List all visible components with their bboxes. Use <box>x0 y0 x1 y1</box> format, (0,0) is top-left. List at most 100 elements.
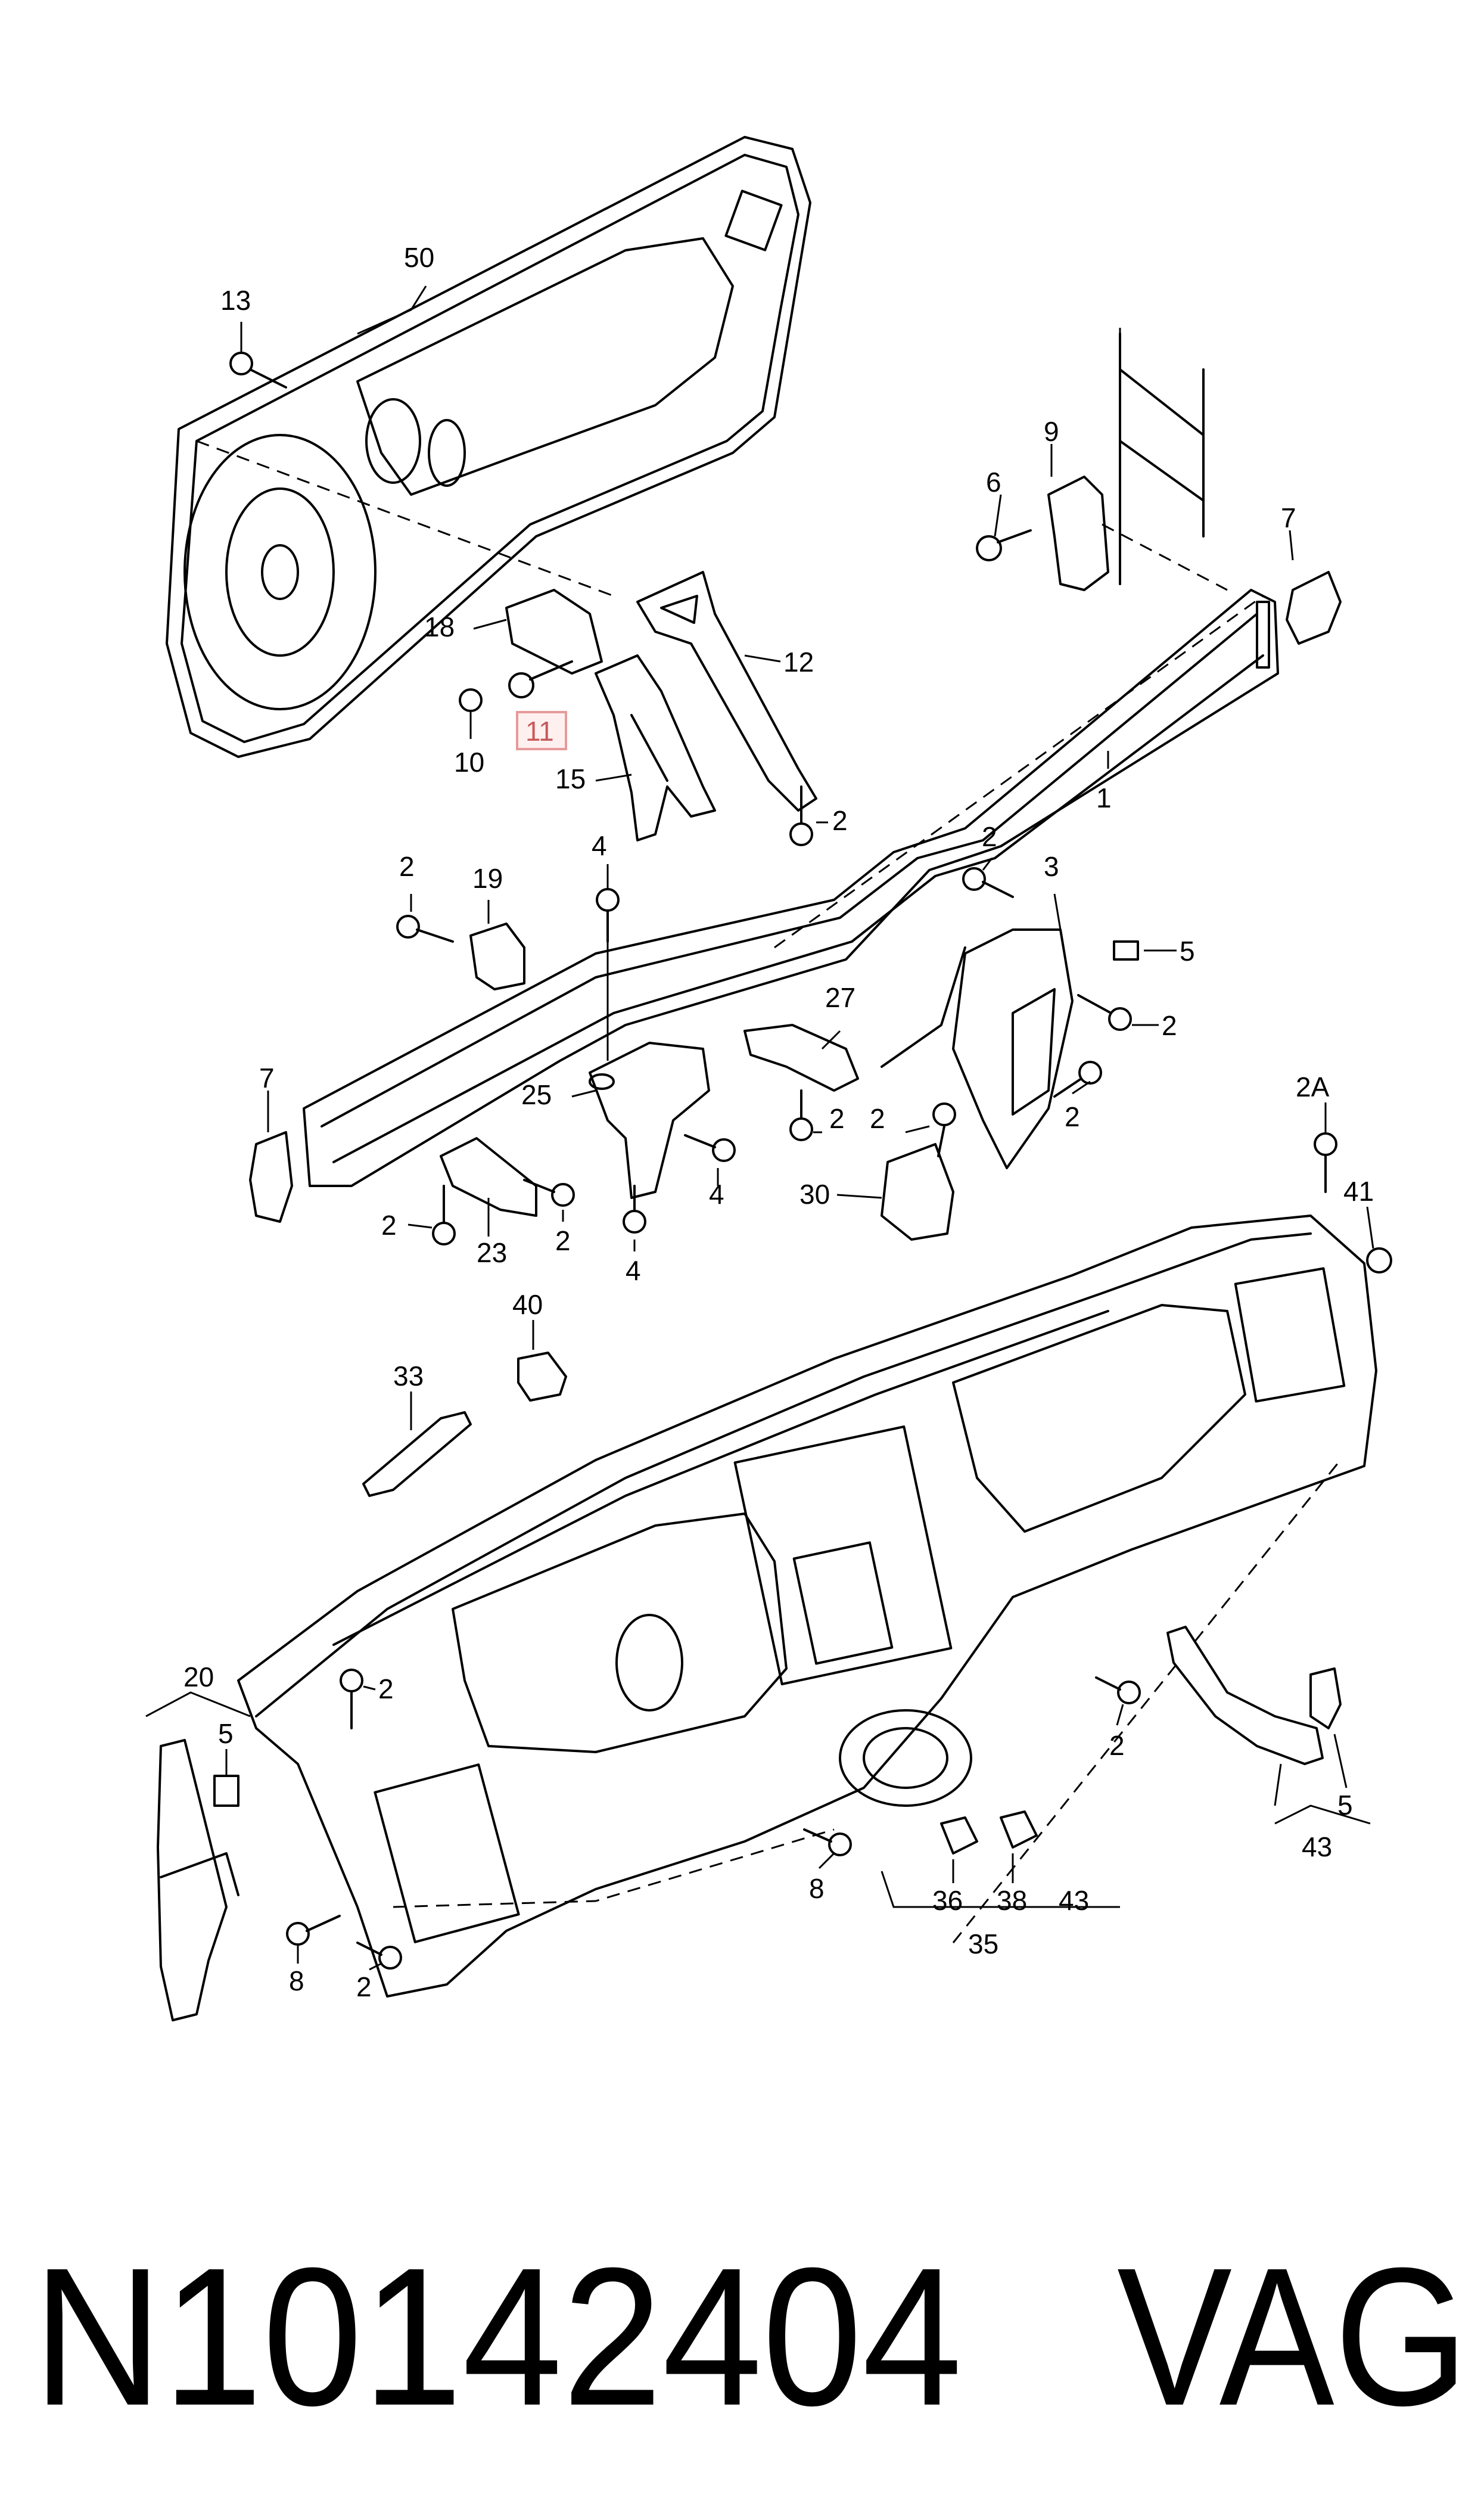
fasteners <box>213 352 1392 1970</box>
callout-15: 15 <box>555 763 586 794</box>
part-43-bracket <box>1166 1626 1324 1765</box>
callout-4-a: 4 <box>592 830 607 861</box>
callout-9: 9 <box>1044 416 1059 447</box>
callout-2-d: 2 <box>1065 1101 1080 1132</box>
callout-2-b: 2 <box>982 821 997 852</box>
callout-11: 11 <box>525 716 554 747</box>
part-15-bracket <box>595 654 716 841</box>
callout-43-b: 43 <box>1302 1831 1332 1862</box>
part-18-bracket <box>505 589 603 675</box>
screw-2-e <box>396 915 454 943</box>
part-36-clip <box>940 1816 978 1855</box>
screw-2-upper <box>789 785 813 846</box>
callout-7-b: 7 <box>259 1063 275 1094</box>
screw-4-c <box>623 1185 646 1234</box>
part-33-clip <box>362 1411 472 1497</box>
screw-2-j <box>340 1669 363 1729</box>
callout-labels: 50 13 18 11 10 12 15 2 1 9 6 7 2 3 5 2 2… <box>183 242 1374 2002</box>
screw-2-b <box>962 867 1014 898</box>
callout-30: 30 <box>799 1179 830 1210</box>
callout-41: 41 <box>1343 1176 1374 1207</box>
callout-6: 6 <box>986 467 1001 498</box>
screw-6 <box>976 529 1032 561</box>
callout-18: 18 <box>424 611 455 642</box>
nut-10 <box>459 688 483 712</box>
screw-13 <box>229 352 287 389</box>
callout-2-f: 2 <box>829 1103 845 1134</box>
callout-5-b: 5 <box>218 1718 234 1749</box>
clip-5-a <box>1113 940 1139 961</box>
part-12-brace <box>636 571 817 812</box>
part-25-center-mount <box>589 1042 710 1199</box>
part-5-clip-right <box>1309 1667 1342 1729</box>
callout-36: 36 <box>932 1885 963 1916</box>
nut-41 <box>1366 1247 1392 1274</box>
callout-2-c: 2 <box>1162 1010 1177 1041</box>
screw-8-a <box>286 1915 341 1946</box>
callout-43-a: 43 <box>1059 1885 1089 1916</box>
screw-2-k <box>356 1942 402 1970</box>
callout-50: 50 <box>404 242 434 273</box>
screw-8-b <box>803 1828 852 1856</box>
callout-2-g: 2 <box>870 1103 885 1134</box>
screw-2-g <box>932 1102 956 1157</box>
callout-12: 12 <box>783 647 814 678</box>
screw-2-c <box>1077 994 1132 1031</box>
callout-8-a: 8 <box>289 1965 304 1996</box>
leader-lines <box>145 285 1374 1971</box>
screw-2A <box>1314 1132 1337 1193</box>
callout-2-j: 2 <box>378 1673 394 1704</box>
callout-10: 10 <box>454 747 484 778</box>
screw-2-f <box>789 1089 813 1141</box>
body-pillar-section <box>1119 328 1205 585</box>
footer-brand: VAG <box>1117 2226 1469 2446</box>
part-7-clip-left <box>249 1131 293 1223</box>
callout-23: 23 <box>477 1237 507 1268</box>
screw-4-a <box>596 888 620 943</box>
callout-2-k: 2 <box>356 1971 372 2002</box>
part-38-clip <box>1000 1810 1038 1849</box>
footer-part-number: N10142404 <box>33 2226 962 2446</box>
screw-11 <box>508 660 573 698</box>
screw-2-l <box>1095 1676 1141 1704</box>
part-23-bracket <box>440 1137 537 1217</box>
callout-2-e: 2 <box>399 851 415 882</box>
callout-4-b: 4 <box>709 1179 724 1210</box>
callout-4-c: 4 <box>626 1255 641 1286</box>
callout-38: 38 <box>997 1885 1027 1916</box>
screw-2-h <box>432 1185 456 1245</box>
callout-5-c: 5 <box>1337 1790 1353 1821</box>
callout-2-a: 2 <box>832 805 848 836</box>
part-20-side-bracket <box>157 1739 239 2021</box>
part-27-bracket <box>743 1024 859 1092</box>
part-1-cross-member <box>303 589 1279 1187</box>
callout-33: 33 <box>393 1361 424 1391</box>
part-30-bracket <box>881 1143 954 1241</box>
callout-8-b: 8 <box>809 1873 825 1904</box>
screw-2-d <box>1053 1061 1102 1098</box>
part-3-bracket <box>881 928 1074 1169</box>
part-50-bulkhead-panel <box>166 136 811 758</box>
dashboard-assembly <box>237 1215 1377 1998</box>
callout-3: 3 <box>1044 851 1059 882</box>
callout-13: 13 <box>220 285 251 316</box>
callout-27: 27 <box>825 982 855 1013</box>
callout-40: 40 <box>512 1289 543 1320</box>
footer: N10142404 VAG <box>33 2226 1469 2446</box>
part-7-clip-upper-right <box>1286 571 1342 645</box>
part-9-bracket <box>1047 476 1228 591</box>
screw-2-i <box>523 1179 575 1207</box>
part-40-sensor <box>517 1352 567 1402</box>
callout-2-i: 2 <box>555 1225 571 1256</box>
callout-2A: 2A <box>1296 1071 1330 1102</box>
callout-1: 1 <box>1096 782 1112 813</box>
callout-5-a: 5 <box>1180 936 1195 967</box>
callout-20: 20 <box>183 1661 214 1692</box>
callout-7-a: 7 <box>1281 502 1296 533</box>
callout-2-l: 2 <box>1109 1730 1125 1761</box>
callout-11-highlight <box>516 711 567 750</box>
screw-4-b <box>684 1134 736 1162</box>
callout-19: 19 <box>472 863 503 894</box>
callout-25: 25 <box>521 1079 552 1110</box>
